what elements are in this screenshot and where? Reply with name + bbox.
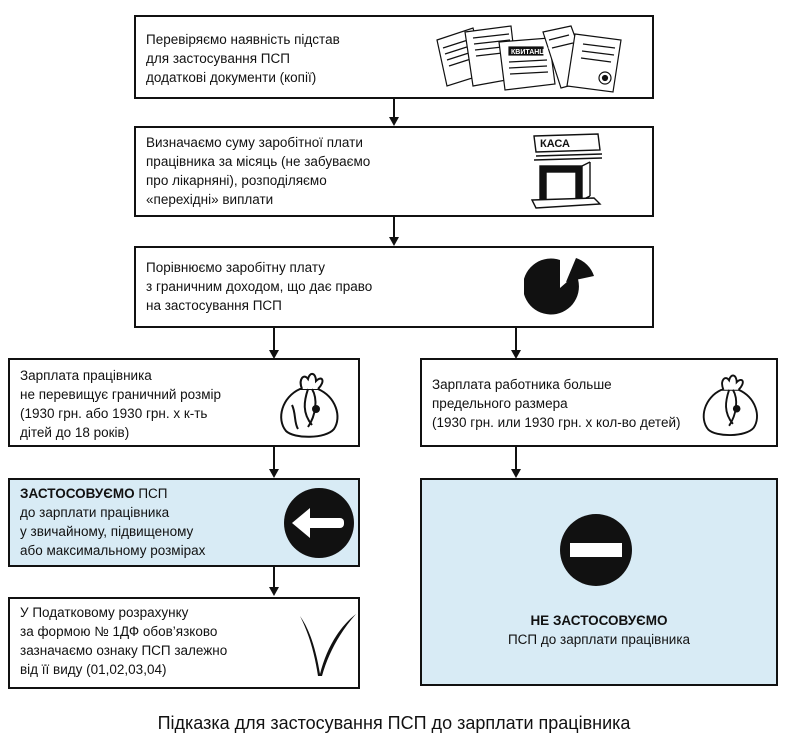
left-arrow-sign-icon — [284, 488, 354, 558]
salary-not-exceed-text: Зарплата працівника не перевищує граничн… — [20, 368, 222, 440]
kvitancii-label: КВИТАНЦІЇ — [511, 48, 549, 56]
no-entry-sign-icon — [560, 514, 632, 586]
pie-chart-icon — [524, 258, 594, 315]
cashier-window-icon: КАСА — [530, 133, 603, 209]
step-compare-salary-text: Порівнюємо заробітну плату з граничним д… — [146, 260, 373, 313]
salary-exceed-text: Зарплата работника больше предельного ра… — [432, 377, 681, 430]
step-calculate-salary-text: Визначаємо суму заробітної плати працівн… — [146, 135, 371, 207]
kasa-label: КАСА — [540, 138, 570, 150]
money-bag-icon — [280, 373, 339, 438]
do-not-apply-text: НЕ ЗАСТОСОВУЄМО ПСП до зарплати працівни… — [420, 611, 778, 649]
figure-caption: Підказка для застосування ПСП до зарплат… — [157, 713, 631, 733]
money-bag-icon — [702, 374, 758, 436]
step-check-grounds-text: Перевіряємо наявність підстав для застос… — [146, 32, 340, 85]
tax-report-text: У Податковому розрахунку за формою № 1ДФ… — [20, 605, 228, 677]
apply-psp-text: ЗАСТОСОВУЄМО ПСП до зарплати працівника … — [20, 486, 206, 558]
documents-icon: КВИТАНЦІЇ — [436, 25, 622, 93]
tax-report-box — [8, 597, 360, 689]
do-not-apply-label: НЕ ЗАСТОСОВУЄМО — [530, 613, 668, 628]
checkmark-icon — [300, 614, 356, 676]
apply-label: ЗАСТОСОВУЄМО — [20, 486, 135, 501]
